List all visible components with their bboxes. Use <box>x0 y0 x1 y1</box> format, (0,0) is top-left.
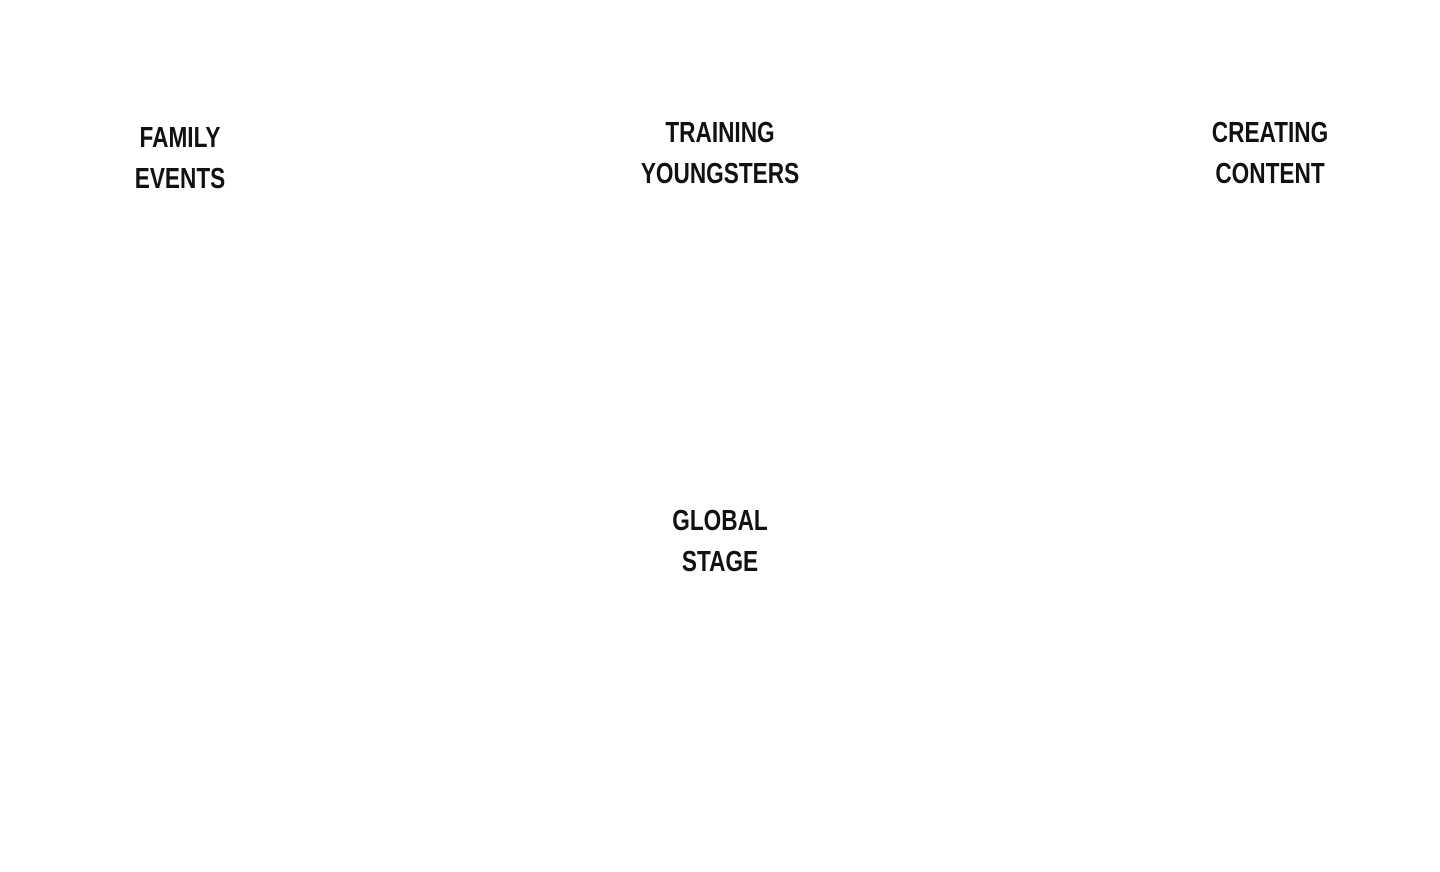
global-stage-line-1: GLOBAL <box>672 505 768 537</box>
family-events-line-2: EVENTS <box>134 163 226 195</box>
family-events-heading: FAMILY EVENTS <box>86 118 273 200</box>
global-stage-heading: GLOBAL STAGE <box>626 501 813 583</box>
training-youngsters-line-2: YOUNGSTERS <box>640 158 800 190</box>
training-youngsters-line-1: TRAINING <box>665 117 775 149</box>
family-events-line-1: FAMILY <box>139 122 221 154</box>
creating-content-line-1: CREATING <box>1211 117 1329 149</box>
training-youngsters-heading: TRAINING YOUNGSTERS <box>626 113 813 195</box>
global-stage-line-2: STAGE <box>681 546 759 578</box>
creating-content-heading: CREATING CONTENT <box>1176 113 1363 195</box>
creating-content-line-2: CONTENT <box>1215 158 1325 190</box>
